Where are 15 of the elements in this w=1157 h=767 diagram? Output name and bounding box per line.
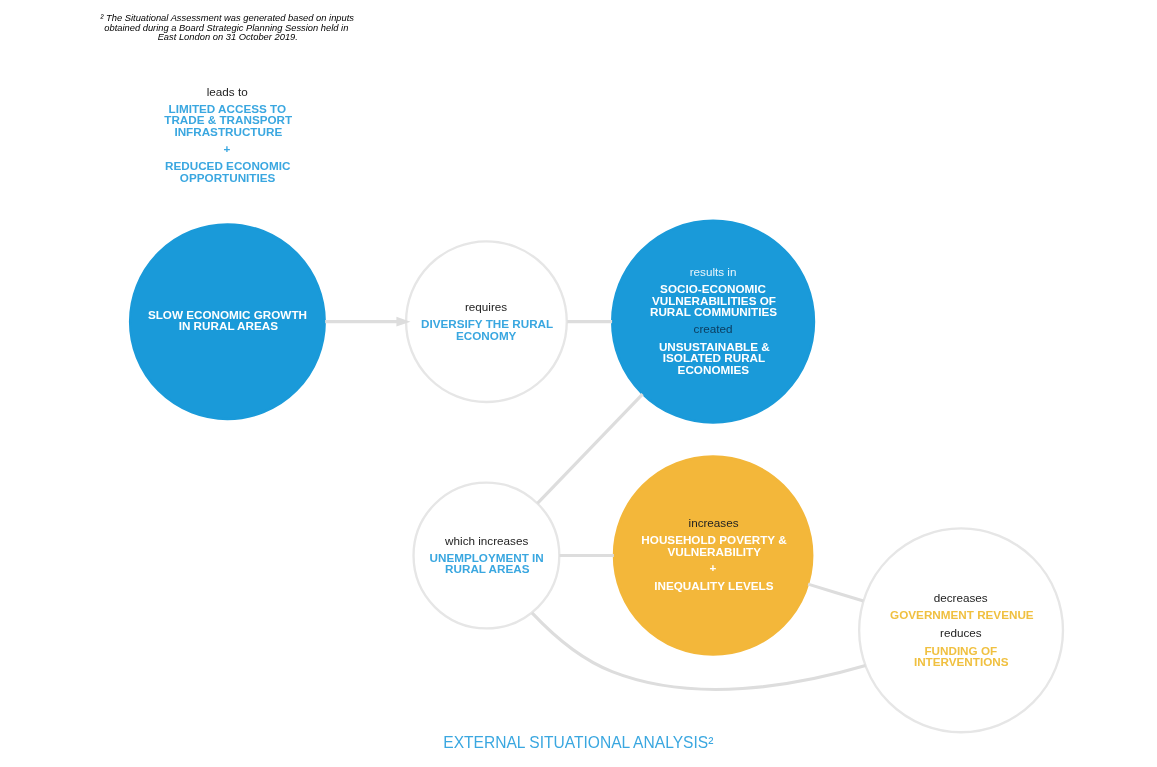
node-circle: increases HOUSEHOLD POVERTY & VULNERABILITY + INEQUALITY LEVELS xyxy=(612,455,814,656)
node-circle: results in SOCIO-ECONOMIC VULNERABILITIES OF RURAL COMMUNITIES created UNSUSTAINABLE & ISOLATED RURAL ECONOMIES xyxy=(611,219,816,424)
arrow xyxy=(325,316,411,327)
connector xyxy=(807,582,864,603)
node-circle: decreases GOVERNMENT REVENUE reduces FUNDING OF INTERVENTIONS xyxy=(858,527,1065,734)
connector xyxy=(559,553,614,558)
label: ² The Situational Assessment was generated based on inputs obtained during a Board Strategic Planning Session held in East London on 31 October 2019. xyxy=(100,13,354,42)
connector xyxy=(567,320,613,324)
connector xyxy=(530,611,866,691)
connector xyxy=(536,393,644,505)
node-circle: which increases UNEMPLOYMENT IN RURAL AREAS xyxy=(412,481,561,630)
node-circle: requires DIVERSIFY THE RURAL ECONOMY xyxy=(404,240,568,404)
node-circle: SLOW ECONOMIC GROWTH IN RURAL AREAS xyxy=(128,223,326,421)
node-text: leads to LIMITED ACCESS TO TRADE & TRANSPORT INFRASTRUCTURE + REDUCED ECONOMIC OPPORTUNITIES xyxy=(164,84,293,185)
diagram-title: EXTERNAL SITUATIONAL ANALYSIS² xyxy=(443,733,714,751)
